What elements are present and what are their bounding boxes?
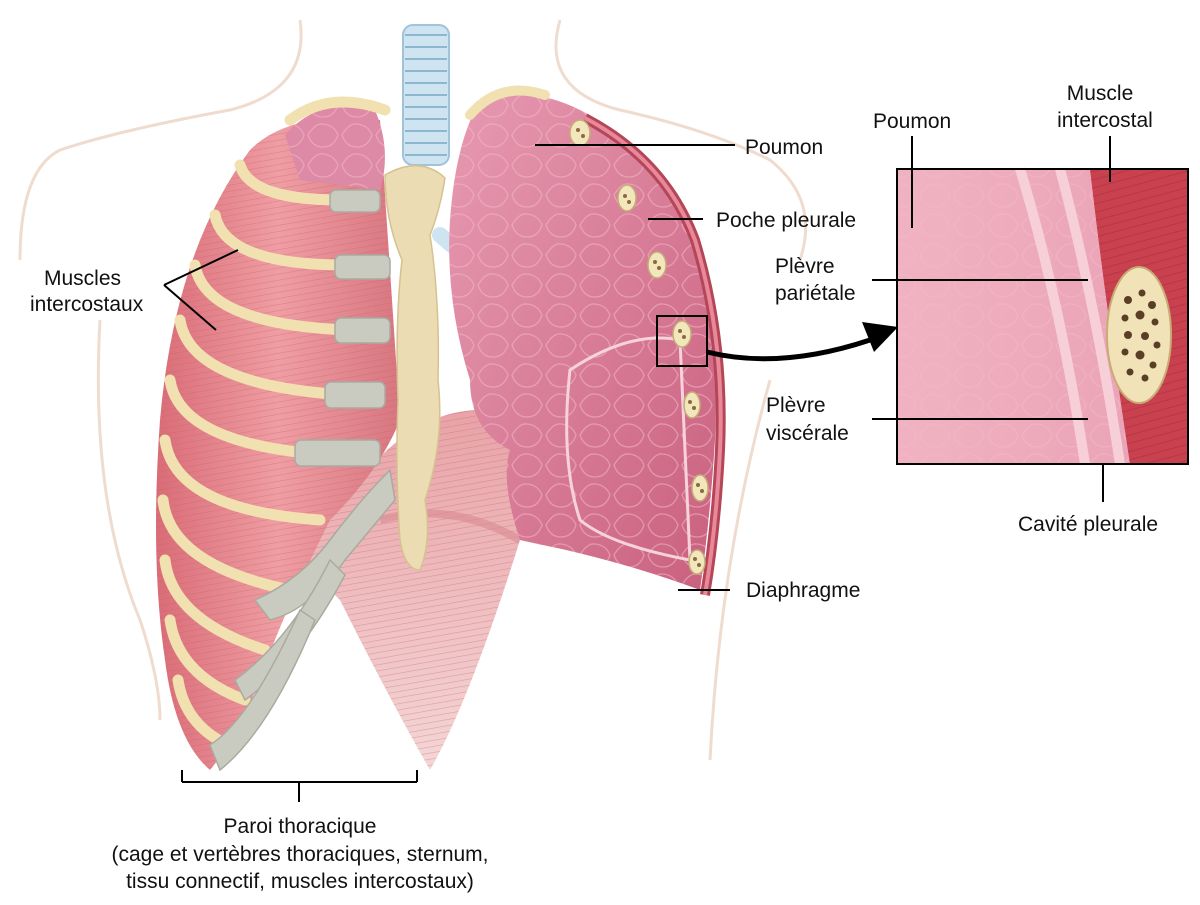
leader-lines (163, 136, 1111, 802)
label-muscles-intercostaux-1: Muscles (44, 267, 122, 290)
label-muscle-intercostal-1: Muscle (1066, 82, 1134, 105)
label-poche-pleurale: Poche pleurale (716, 209, 857, 232)
magnify-box-icon (656, 315, 708, 367)
label-paroi-thoracique-3: tissu connectif, muscles intercostaux) (126, 870, 474, 893)
label-cavite-pleurale: Cavité pleurale (1018, 513, 1159, 536)
label-plevre-viscerale-2: viscérale (766, 422, 849, 445)
label-muscle-intercostal-2: intercostal (1057, 109, 1153, 132)
label-plevre-viscerale-1: Plèvre (766, 394, 826, 417)
label-plevre-parietale-2: pariétale (775, 282, 856, 305)
curved-arrow-icon (706, 322, 898, 362)
label-muscles-intercostaux-2: intercostaux (30, 293, 144, 316)
label-poumon-main: Poumon (745, 136, 824, 159)
label-diaphragme: Diaphragme (746, 579, 861, 602)
body-outline (18, 19, 808, 761)
label-plevre-parietale-1: Plèvre (775, 255, 835, 278)
label-paroi-thoracique-2: (cage et vertèbres thoraciques, sternum, (111, 843, 489, 866)
left-ribcage (156, 96, 400, 772)
sternum (384, 164, 446, 571)
inset-detail (896, 167, 1189, 465)
label-inset-poumon: Poumon (873, 110, 952, 133)
label-paroi-thoracique-1: Paroi thoracique (223, 815, 377, 838)
